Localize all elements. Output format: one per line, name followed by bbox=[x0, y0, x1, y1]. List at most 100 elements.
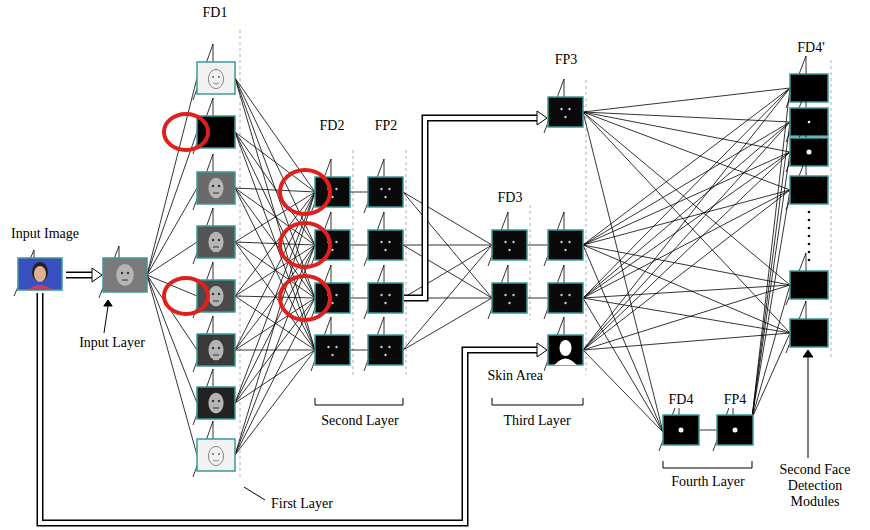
feature-map bbox=[368, 335, 403, 365]
face-shape bbox=[208, 340, 223, 360]
ellipsis-dot bbox=[808, 251, 811, 254]
connection-line bbox=[583, 152, 790, 245]
connection-line bbox=[583, 88, 790, 245]
input-label: Input Image bbox=[10, 226, 80, 242]
connection-line bbox=[403, 245, 492, 298]
feature-dot bbox=[384, 249, 386, 251]
photo-body bbox=[27, 285, 53, 290]
double-line-arrow-inner bbox=[404, 118, 537, 298]
layer-name: FD1 bbox=[202, 5, 229, 21]
plane-edge bbox=[331, 212, 332, 230]
feature-map bbox=[790, 138, 828, 166]
feature-map bbox=[790, 74, 828, 102]
connection-line bbox=[403, 245, 492, 298]
plane-edge bbox=[384, 317, 385, 335]
highlight-ellipse bbox=[280, 223, 330, 267]
face-outline bbox=[208, 446, 223, 465]
face-mouth bbox=[122, 280, 128, 281]
face-mouth bbox=[213, 247, 219, 248]
feature-dot bbox=[808, 121, 811, 124]
layer-name: FP3 bbox=[554, 52, 579, 68]
photo-face bbox=[34, 266, 46, 282]
face-mouth bbox=[213, 460, 219, 461]
feature-dot bbox=[380, 346, 382, 348]
connection-line bbox=[583, 112, 790, 190]
plane-edge bbox=[564, 317, 565, 335]
layer-name: FD4' bbox=[796, 40, 825, 56]
skin-shoulders bbox=[555, 359, 577, 366]
connection-line bbox=[235, 188, 315, 192]
connection-line bbox=[583, 285, 790, 298]
connection-line bbox=[147, 78, 197, 275]
plane-edge bbox=[806, 301, 807, 319]
feature-dot bbox=[733, 428, 738, 433]
module-label: Second Face Detection Modules bbox=[767, 462, 863, 510]
connection-line bbox=[235, 192, 315, 296]
connection-line bbox=[583, 122, 790, 350]
plane-edge bbox=[806, 158, 807, 176]
feature-dot bbox=[568, 108, 570, 110]
feature-dot bbox=[564, 302, 566, 304]
plane-edge bbox=[119, 246, 120, 258]
connection-line bbox=[235, 132, 315, 245]
connection-line bbox=[583, 112, 790, 122]
connection-line bbox=[752, 333, 790, 418]
connection-line bbox=[583, 112, 790, 285]
feature-dot bbox=[512, 294, 514, 296]
feature-dot bbox=[384, 196, 386, 198]
connection-line bbox=[583, 112, 790, 152]
feature-dot bbox=[564, 249, 566, 251]
connection-line bbox=[752, 190, 790, 418]
layer-group-label: Fourth Layer bbox=[670, 474, 745, 490]
plane-edge bbox=[213, 369, 214, 387]
feature-map bbox=[197, 387, 235, 419]
face-shape bbox=[116, 264, 134, 286]
connection-line bbox=[583, 112, 790, 333]
layer-bracket bbox=[492, 398, 583, 405]
feature-map bbox=[103, 258, 147, 292]
face-shape bbox=[208, 286, 223, 306]
plane-edge bbox=[806, 253, 807, 271]
connection-line bbox=[403, 192, 492, 298]
highlight-ellipse bbox=[164, 278, 208, 314]
face-eye bbox=[218, 347, 220, 349]
ellipsis-dot bbox=[808, 211, 811, 214]
connection-line bbox=[235, 242, 315, 350]
feature-dot bbox=[388, 188, 390, 190]
connection-line bbox=[350, 192, 368, 193]
layer-bracket bbox=[663, 461, 752, 468]
face-eye bbox=[212, 239, 214, 241]
feature-map bbox=[717, 415, 753, 445]
highlight-ellipse bbox=[280, 170, 330, 214]
plane-edge bbox=[564, 79, 565, 97]
feature-map bbox=[368, 283, 403, 313]
connection-line bbox=[583, 112, 663, 432]
double-line-arrow-inner bbox=[66, 273, 92, 277]
feature-dot bbox=[335, 294, 337, 296]
connection-line bbox=[235, 350, 315, 455]
face-eye bbox=[212, 293, 214, 295]
layer-name: FD3 bbox=[497, 190, 524, 206]
face-mouth bbox=[213, 355, 219, 356]
feature-dot bbox=[388, 241, 390, 243]
plane-edge bbox=[213, 208, 214, 226]
feature-map bbox=[790, 176, 828, 204]
plane-edge bbox=[564, 265, 565, 283]
double-line-arrow bbox=[66, 272, 92, 279]
connection-line bbox=[583, 88, 790, 112]
skin-head bbox=[560, 340, 572, 356]
connection-line bbox=[350, 298, 368, 299]
feature-dot bbox=[560, 108, 562, 110]
feature-dot bbox=[335, 188, 337, 190]
face-shape bbox=[208, 232, 223, 252]
feature-dot bbox=[512, 241, 514, 243]
connection-line bbox=[403, 192, 492, 245]
feature-map bbox=[18, 258, 62, 290]
face-eye bbox=[218, 453, 220, 455]
pointer-line bbox=[808, 357, 809, 458]
connection-line bbox=[147, 188, 197, 275]
feature-dot bbox=[807, 150, 812, 155]
feature-dot bbox=[388, 346, 390, 348]
face-eye bbox=[218, 185, 220, 187]
feature-dot bbox=[388, 294, 390, 296]
